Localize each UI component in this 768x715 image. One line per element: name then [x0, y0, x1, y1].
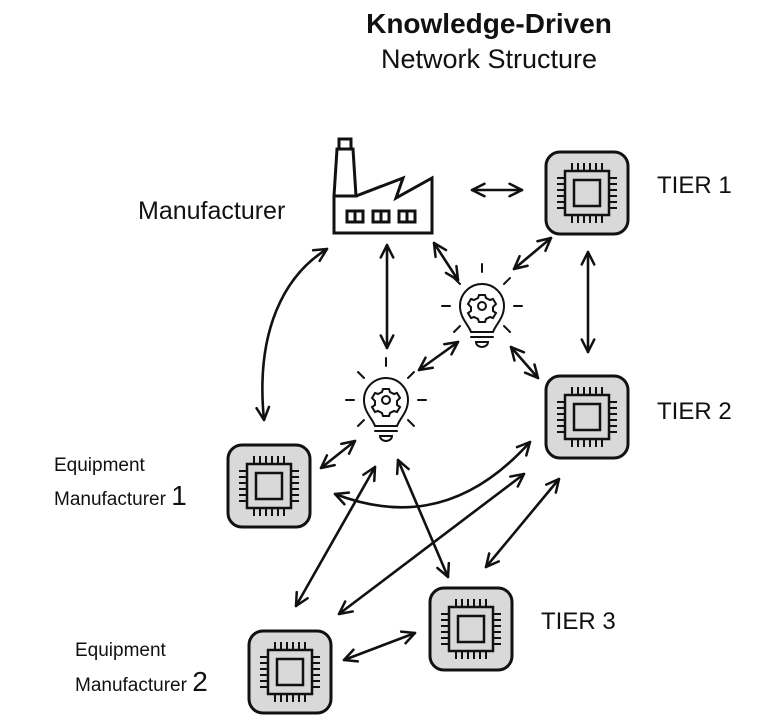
arrow-hub-upper-hub-lower	[417, 340, 460, 372]
arrow-tier1-hub-upper	[512, 236, 553, 271]
arrow-hub-upper-tier2	[509, 345, 540, 380]
arrow-manufacturer-hub-upper	[432, 241, 460, 282]
tier3-label: TIER 3	[541, 608, 616, 635]
equip2-label-text: Manufacturer	[75, 675, 187, 696]
equip1-label-line2: Manufacturer 1	[54, 482, 187, 510]
tier3-chip-icon	[428, 586, 514, 672]
equip2-number: 2	[192, 666, 208, 697]
tier1-chip-icon	[544, 150, 630, 236]
diagram-title: Knowledge-Driven	[366, 8, 612, 39]
equip1-number: 1	[171, 480, 187, 511]
arrow-tier3-tier2	[484, 477, 561, 569]
factory-icon	[332, 137, 434, 235]
arrow-manufacturer-equip1	[255, 247, 329, 422]
equip1-chip-icon	[226, 443, 312, 529]
tier2-chip-icon	[544, 374, 630, 460]
arrow-equip1-tier2	[333, 440, 532, 509]
equip1-label-text: Manufacturer	[54, 489, 166, 510]
arrow-hub-lower-equip1	[319, 439, 357, 470]
arrow-equip2-tier3	[342, 630, 417, 663]
diagram-subtitle: Network Structure	[380, 44, 598, 74]
tier2-label: TIER 2	[657, 398, 732, 425]
equip2-chip-icon	[247, 629, 333, 715]
equip2-label-line1: Equipment	[75, 640, 166, 661]
manufacturer-label: Manufacturer	[138, 197, 286, 225]
equip2-label-line2: Manufacturer 2	[75, 668, 208, 696]
equip1-label-line1: Equipment	[54, 455, 145, 476]
arrow-hub-lower-tier3	[395, 458, 451, 579]
tier1-label: TIER 1	[657, 172, 732, 199]
knowledge-hub-lower-icon	[345, 357, 427, 442]
knowledge-hub-upper-icon	[441, 263, 523, 348]
